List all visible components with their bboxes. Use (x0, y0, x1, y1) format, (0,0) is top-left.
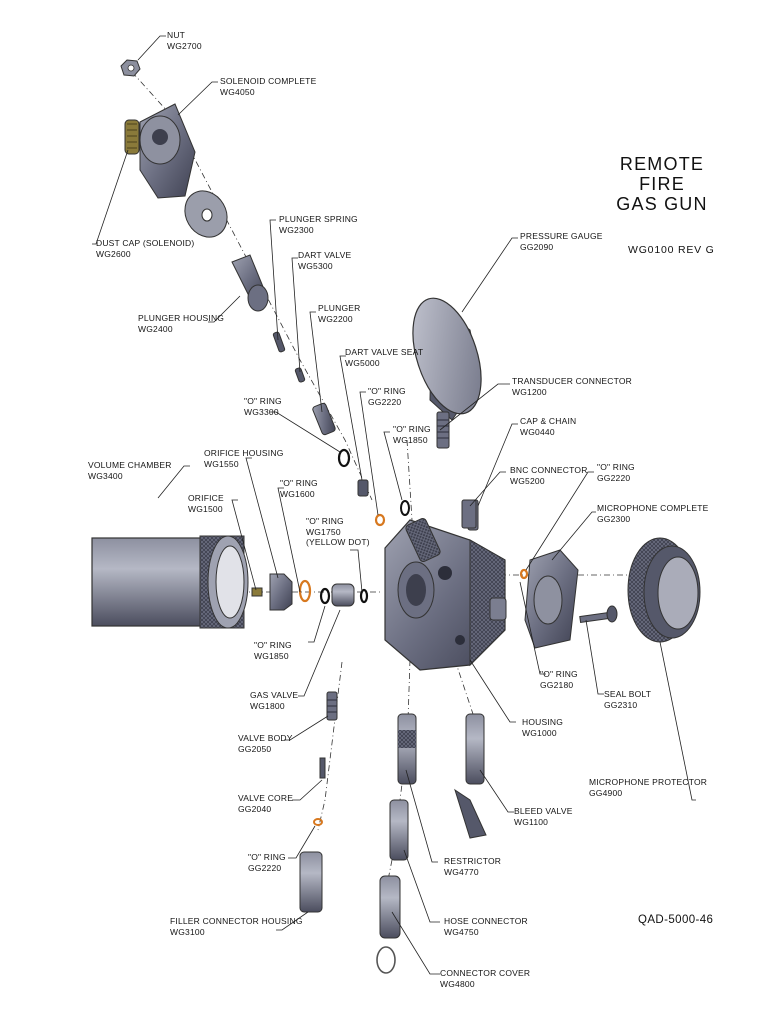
bnc-connector-part (461, 499, 477, 529)
o-ring-lower (313, 818, 323, 826)
orifice-housing-part (269, 573, 293, 611)
valve-body-part (326, 691, 338, 721)
label-dust-cap: DUST CAP (SOLENOID)WG2600 (96, 238, 195, 259)
microphone-protector-part (627, 537, 701, 643)
seal-bolt-part (579, 605, 618, 624)
microphone-part (524, 549, 579, 649)
drawing-title: REMOTE FIRE GAS GUN (604, 154, 720, 214)
hose-connector-part (389, 799, 409, 861)
housing-part (384, 499, 507, 671)
gas-valve-part (331, 583, 355, 607)
bleed-valve-part (454, 713, 487, 839)
leader-lines (92, 35, 696, 975)
solenoid-part (124, 103, 196, 199)
plunger-part (312, 402, 336, 436)
o-rings-upper (337, 448, 410, 516)
volume-chamber-part (91, 535, 249, 629)
spring-and-dart-valve (272, 331, 306, 383)
o-rings-orange (374, 513, 529, 580)
pressure-gauge-part (412, 297, 482, 449)
connector-cover-part (376, 875, 401, 974)
washer-part (184, 190, 228, 238)
restrictor-part (397, 713, 417, 785)
valve-core-part (319, 757, 326, 779)
title-line-1: REMOTE FIRE (619, 154, 705, 194)
orifice-part (251, 587, 263, 597)
nut-part (120, 59, 141, 77)
dart-valve-seat-part (357, 479, 369, 497)
plunger-housing-part (231, 254, 269, 312)
drawing-number: WG0100 REV G (628, 244, 715, 256)
filler-connector-housing-part (299, 851, 323, 913)
document-number: QAD-5000-46 (638, 914, 714, 926)
title-line-2: GAS GUN (616, 194, 708, 214)
